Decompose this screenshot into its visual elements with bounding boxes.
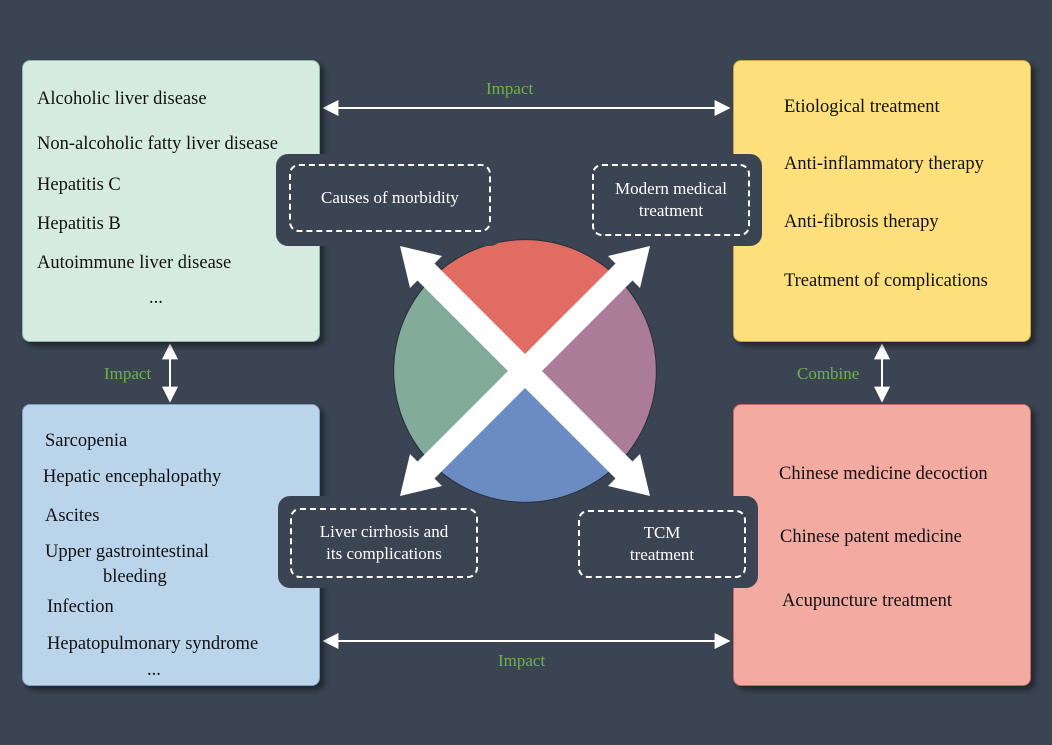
tcm-treatment-item: Acupuncture treatment — [782, 591, 953, 611]
modern-treatment-box: Etiological treatment Anti-inflammatory … — [733, 60, 1031, 342]
tcm-treatment-box: Chinese medicine decoction Chinese paten… — [733, 404, 1031, 686]
left-impact-label: Impact — [104, 364, 152, 383]
cirrhosis-caption-text: Liver cirrhosis and its complications — [290, 508, 478, 578]
complication-item: Infection — [47, 597, 114, 617]
quadrant-bottom — [431, 370, 619, 503]
quadrant-right — [524, 277, 657, 465]
tcm-caption: TCM treatment — [566, 496, 758, 588]
modern-treatment-item: Anti-fibrosis therapy — [784, 212, 939, 232]
causes-caption-text: Causes of morbidity — [289, 164, 491, 232]
complication-item: Hepatopulmonary syndrome — [47, 634, 259, 654]
modern-treatment-item: Anti-inflammatory therapy — [784, 154, 984, 174]
arrowhead-bottom-right — [608, 454, 650, 496]
arrowhead-top-right — [608, 246, 650, 288]
right-combine-label: Combine — [797, 364, 860, 383]
cause-item: Autoimmune liver disease — [37, 253, 232, 273]
arrowhead-bottom-left — [400, 454, 442, 496]
quadrant-top — [431, 239, 619, 372]
arrowhead-top-left — [400, 246, 442, 288]
diagonal-arrow-b — [407, 253, 643, 489]
causes-caption: Causes of morbidity — [276, 154, 502, 246]
cause-item: Hepatitis C — [37, 175, 121, 195]
complication-item: ... — [147, 660, 161, 680]
cause-item: Non-alcoholic fatty liver disease — [37, 134, 278, 154]
modern-caption-text: Modern medical treatment — [592, 164, 750, 236]
cirrhosis-caption: Liver cirrhosis and its complications — [278, 496, 490, 588]
tcm-treatment-item: Chinese medicine decoction — [779, 464, 988, 484]
top-impact-label: Impact — [486, 79, 534, 98]
complication-item: Hepatic encephalopathy — [43, 467, 222, 487]
modern-treatment-item: Treatment of complications — [784, 271, 988, 291]
complication-item: Ascites — [45, 506, 100, 526]
quadrant-left — [393, 277, 526, 465]
modern-caption: Modern medical treatment — [580, 154, 762, 246]
central-circle — [393, 239, 657, 503]
cause-item: Alcoholic liver disease — [37, 89, 207, 109]
bottom-impact-label: Impact — [498, 651, 546, 670]
cirrhosis-box: Sarcopenia Hepatic encephalopathy Ascite… — [22, 404, 320, 686]
complication-item: bleeding — [103, 567, 167, 587]
tcm-treatment-item: Chinese patent medicine — [780, 527, 962, 547]
modern-treatment-item: Etiological treatment — [784, 97, 940, 117]
complication-item: Sarcopenia — [45, 431, 128, 451]
tcm-caption-text: TCM treatment — [578, 510, 746, 578]
cause-item: Hepatitis B — [37, 214, 121, 234]
cause-item: ... — [149, 288, 163, 308]
complication-item: Upper gastrointestinal — [45, 542, 209, 562]
